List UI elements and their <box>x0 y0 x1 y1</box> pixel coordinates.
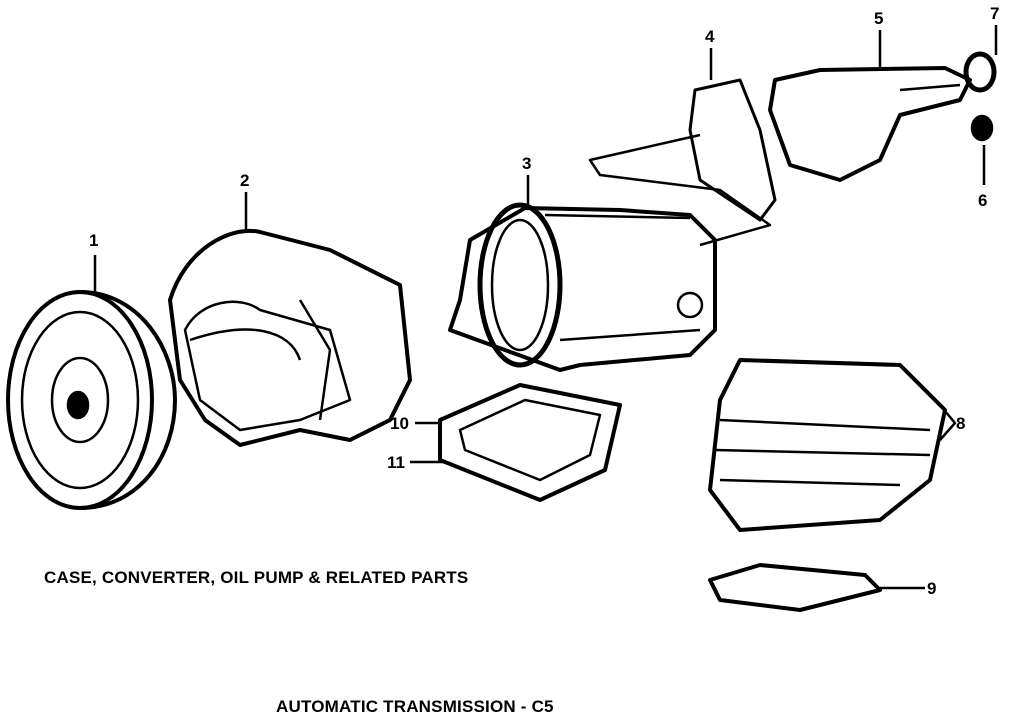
oil-pan <box>410 383 622 502</box>
diagram-caption: CASE, CONVERTER, OIL PUMP & RELATED PART… <box>44 568 469 587</box>
callout-4: 4 <box>705 27 715 46</box>
transmission-case <box>448 133 772 372</box>
callout-8: 8 <box>956 414 966 433</box>
torque-converter <box>6 255 177 510</box>
callout-7: 7 <box>990 4 1000 23</box>
extension-gasket <box>688 48 777 222</box>
callout-11: 11 <box>387 453 405 472</box>
valve-body <box>708 358 957 532</box>
converter-housing <box>168 192 412 447</box>
oil-filter <box>708 563 925 612</box>
callout-10: 10 <box>390 414 409 433</box>
callout-5: 5 <box>874 9 884 28</box>
seal <box>963 25 998 93</box>
callout-2: 2 <box>240 171 250 190</box>
diagram-title: AUTOMATIC TRANSMISSION - C5 <box>276 697 554 716</box>
bushing <box>970 114 994 185</box>
callout-6: 6 <box>978 191 988 210</box>
callout-3: 3 <box>522 154 532 173</box>
callout-1: 1 <box>89 231 99 250</box>
callout-9: 9 <box>927 579 937 598</box>
extension-housing <box>768 30 972 182</box>
